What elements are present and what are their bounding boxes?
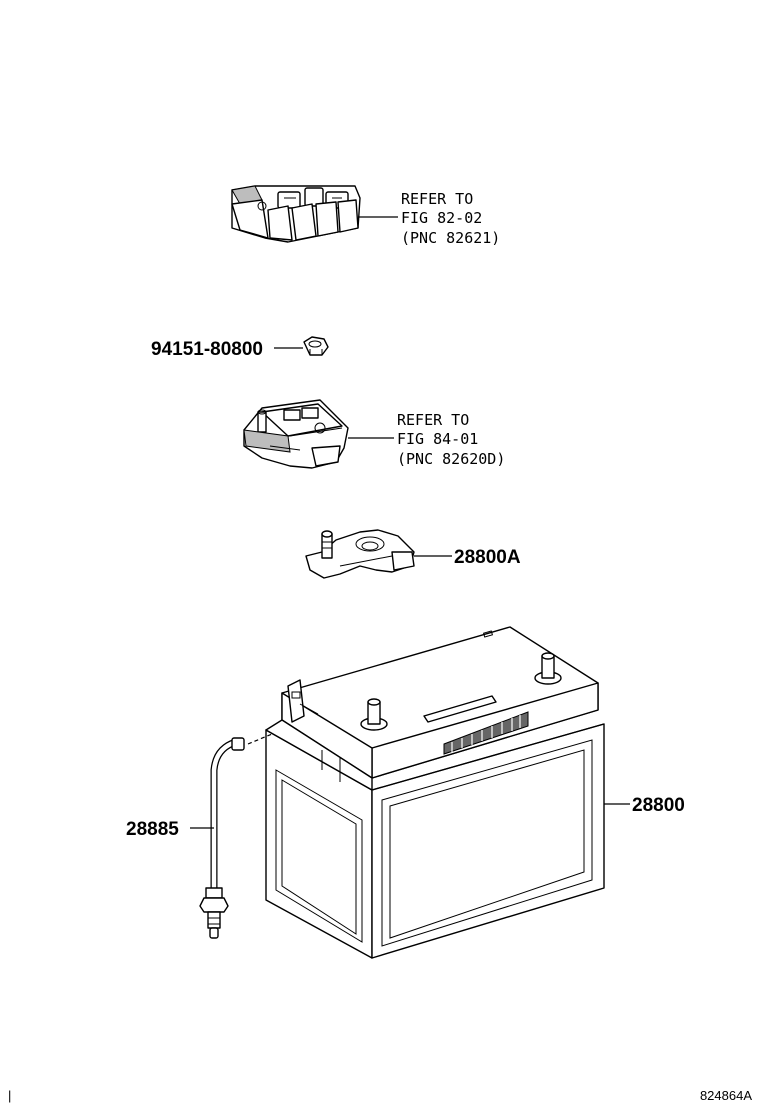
battery-post-negative (534, 652, 562, 685)
battery-part-number: 28800 (632, 795, 685, 816)
terminal-block-refer-line2: FIG 84-01 (397, 430, 478, 448)
battery-post-positive (360, 698, 388, 731)
battery-part (265, 626, 605, 959)
terminal-clamp-part-number: 28800A (454, 547, 521, 568)
battery-vent-grille (443, 711, 529, 755)
terminal-block-refer-line3: (PNC 82620D) (397, 450, 505, 468)
terminal-block-part (243, 399, 349, 469)
nut-part-number: 94151-80800 (151, 339, 263, 360)
terminal-clamp-part (305, 529, 415, 579)
terminal-block-refer-line1: REFER TO (397, 411, 469, 429)
fuse-block-refer-line1: REFER TO (401, 190, 473, 208)
fuse-block-refer-line3: (PNC 82621) (401, 229, 500, 247)
nut-part (303, 336, 329, 356)
illustration-id: 824864A (700, 1088, 752, 1103)
fuse-block-refer-line2: FIG 82-02 (401, 209, 482, 227)
fuse-block-part (231, 185, 361, 243)
vent-hose-part-number: 28885 (126, 819, 179, 840)
vent-hose-part (199, 733, 273, 939)
corner-mark: | (8, 1088, 11, 1103)
